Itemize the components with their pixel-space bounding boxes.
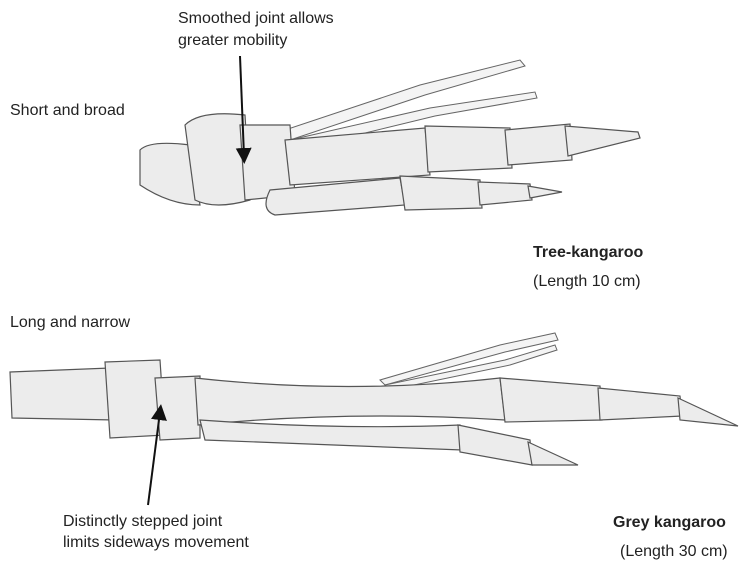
tree-kangaroo-length: (Length 10 cm) [533, 273, 641, 290]
tree-kangaroo-foot [139, 59, 641, 216]
smoothed-joint-label-line1: Smoothed joint allows [178, 10, 334, 27]
short-broad-label: Short and broad [10, 102, 125, 119]
grey-kangaroo-name: Grey kangaroo [613, 514, 726, 531]
grey-kangaroo-foot [9, 332, 739, 466]
stepped-joint-arrow [147, 404, 167, 506]
smoothed-joint-arrow [235, 55, 252, 164]
stepped-joint-label-line1: Distinctly stepped joint [63, 513, 223, 530]
long-narrow-label: Long and narrow [10, 314, 131, 331]
stepped-joint-label-line2: limits sideways movement [63, 534, 249, 551]
tree-kangaroo-name: Tree-kangaroo [533, 244, 644, 261]
grey-kangaroo-length: (Length 30 cm) [620, 543, 728, 560]
smoothed-joint-label-line2: greater mobility [178, 32, 288, 49]
